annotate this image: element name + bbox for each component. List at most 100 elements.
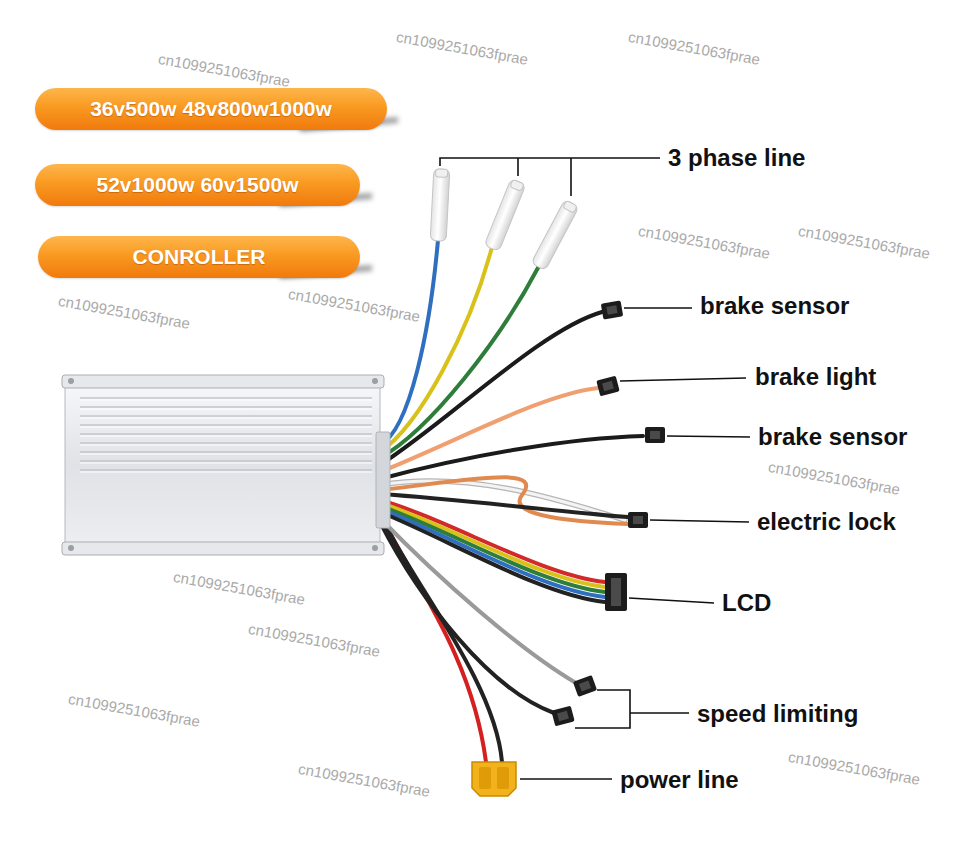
controller-housing [80,398,372,470]
controller-housing [80,424,372,425]
badge-text: 52v1000w 60v1500w [96,173,298,197]
controller-housing [80,397,372,398]
phase-connector [435,169,447,178]
callout-label: brake light [755,363,876,391]
phase-connector [563,200,577,213]
wire-bundle [380,436,643,479]
spec-badge: 36v500w 48v800w1000w [35,88,387,130]
spec-badge: 52v1000w 60v1500w [35,164,360,206]
wire-bundle [380,388,598,472]
callout-label: power line [620,766,739,794]
controller-housing [372,545,378,551]
phase-bracket [440,158,660,196]
watermark: cn1099251063fprae [637,222,772,263]
phase-connector [484,179,526,252]
controller-housing [68,378,74,384]
leader-line [667,436,750,437]
controller-housing [80,415,372,416]
watermark: cn1099251063fprae [157,50,292,91]
controller-housing [80,460,372,461]
plug-connector [628,512,648,528]
leader-line [629,598,714,603]
controller-housing [376,432,390,528]
phase-connector [430,169,450,242]
plug-connector [557,711,569,721]
plug-connector [605,573,627,611]
plug-connector [628,512,648,528]
callout-label: brake sensor [758,423,907,451]
plug-connector [606,305,617,315]
watermark: cn1099251063fprae [797,222,932,263]
controller-housing [80,442,372,443]
leader-line [520,778,612,780]
callout-label: speed limiting [697,700,858,728]
plug-connector [573,675,597,697]
controller-housing [62,375,384,388]
phase-connector [510,179,524,191]
callout-label: electric lock [757,508,896,536]
plug-connector [611,578,621,606]
plug-connector [645,427,665,443]
plug-connector [579,681,591,692]
watermark: cn1099251063fprae [172,568,307,609]
watermark: cn1099251063fprae [57,292,192,333]
plug-connector [551,706,574,727]
badge-text: CONROLLER [133,245,266,269]
leader-line [624,307,692,309]
controller-housing [80,454,372,455]
controller-housing [80,406,372,407]
controller-housing [80,451,372,452]
phase-connector [531,199,579,270]
plug-connector [573,675,597,697]
controller-housing [80,400,372,472]
phase-connector [430,169,450,242]
controller-housing [80,427,372,428]
callout-label: 3 phase line [668,144,805,172]
plug-connector [602,381,614,391]
controller-housing [80,472,372,473]
leader-line [650,520,749,522]
plug-connector [601,300,623,319]
wire-bundle [380,500,605,582]
watermark: cn1099251063fprae [787,748,922,789]
controller-housing [80,469,372,470]
controller-housing [80,445,372,446]
controller-housing [372,378,378,384]
spec-badge: CONROLLER [38,236,360,278]
phase-connector [484,179,526,252]
phase-connector [430,169,579,271]
controller-housing [80,409,372,410]
controller-housing [80,436,372,437]
leader-line [620,378,746,381]
watermark: cn1099251063fprae [67,690,202,731]
watermark: cn1099251063fprae [627,28,762,69]
phase-connector [531,199,579,270]
controller-housing [68,545,74,551]
xt60-connector [479,767,491,789]
watermark: cn1099251063fprae [297,760,432,801]
watermark: cn1099251063fprae [395,28,530,69]
plug-connector [605,573,627,611]
wire-bundle [380,512,605,602]
plug-connector [633,516,643,524]
badge-text: 36v500w 48v800w1000w [90,97,332,121]
wire-bundle [380,522,554,713]
plug-connector [650,431,660,439]
plug-connector [596,376,619,397]
leader-line [575,690,689,728]
plug-connector [551,300,665,726]
controller-housing [62,375,390,555]
watermark: cn1099251063fprae [767,458,902,499]
xt60-connector [472,762,516,796]
plug-connector [596,376,619,397]
controller-housing [62,542,384,555]
callout-label: LCD [722,589,771,617]
plug-connector [645,427,665,443]
wire-bundle [380,514,502,762]
controller-housing [80,418,372,419]
controller-housing [80,463,372,464]
controller-housing [80,400,372,401]
controller-housing [80,433,372,434]
xt60-connector [472,762,516,796]
xt60-connector [497,767,509,789]
